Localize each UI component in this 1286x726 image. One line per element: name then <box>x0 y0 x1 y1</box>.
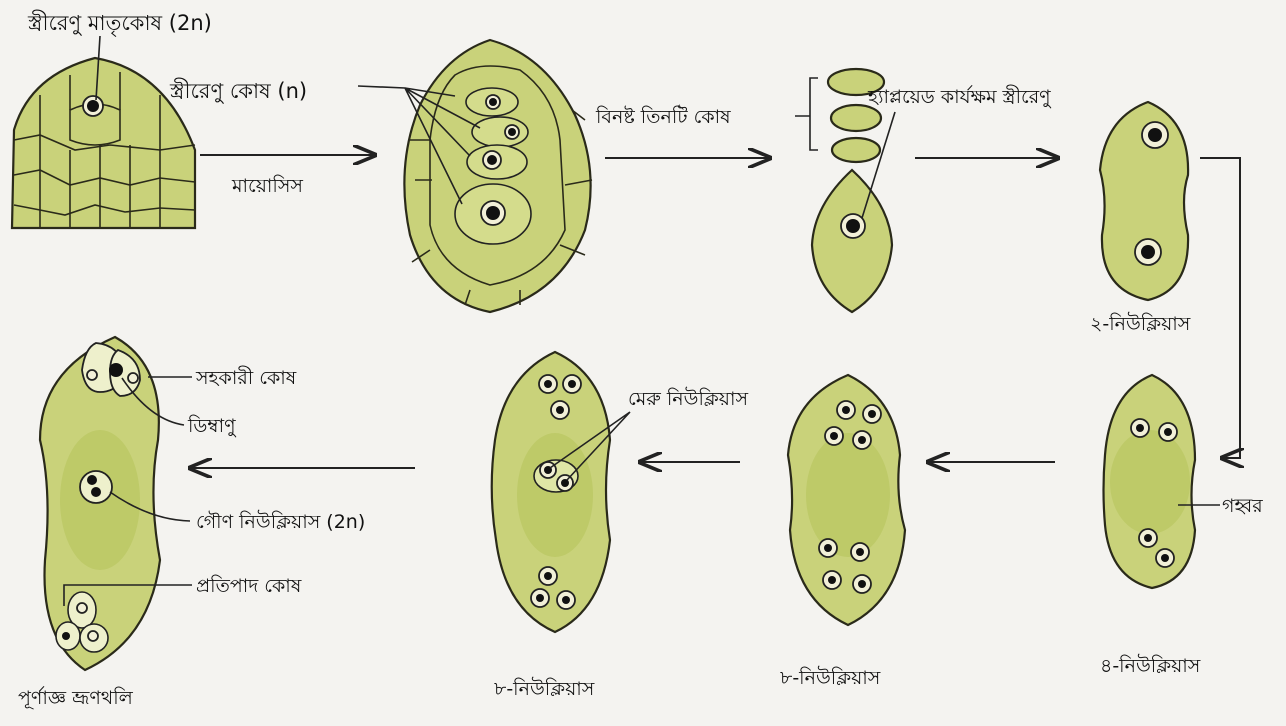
degenerated-cells <box>828 69 884 162</box>
label-two-nuclei: ২-নিউক্লিয়াস <box>1090 312 1191 335</box>
label-eight-nuclei-b: ৮-নিউক্লিয়াস <box>780 666 881 689</box>
arrow-4 <box>1200 158 1240 458</box>
label-degenerated-three-cells: বিনষ্ট তিনটি কোষ <box>595 105 731 128</box>
nucellus-with-mother-cell <box>12 58 195 228</box>
label-antipodal-cells: প্রতিপাদ কোষ <box>196 575 302 597</box>
label-egg-cell: ডিম্বাণু <box>187 415 237 437</box>
label-megaspore-mother-cell: স্ত্রীরেণু মাতৃকোষ (2n) <box>27 10 212 37</box>
label-secondary-nucleus: গৌণ নিউক্লিয়াস (2n) <box>196 510 365 533</box>
label-eight-nuclei-a: ৮-নিউক্লিয়াস <box>494 677 595 700</box>
eight-nucleate-sac-b <box>788 375 905 625</box>
label-four-nuclei: ৪-নিউক্লিয়াস <box>1100 654 1201 677</box>
functional-megaspore <box>812 170 892 312</box>
label-haploid-functional-megaspore: হ্যাপ্লয়েড কার্যক্ষম স্ত্রীরেণু <box>867 85 1052 108</box>
label-polar-nuclei: মেরু নিউক্লিয়াস <box>628 387 748 410</box>
tetrad-of-megaspores <box>404 40 592 312</box>
bracket-degenerated <box>795 78 818 150</box>
label-cavity: গহ্বর <box>1222 495 1263 517</box>
four-nucleate-sac <box>1104 375 1196 588</box>
two-nucleate-sac <box>1100 102 1188 300</box>
mature-embryo-sac <box>40 337 160 670</box>
label-megaspore-cells: স্ত্রীরেণু কোষ (n) <box>169 78 307 103</box>
eight-nucleate-sac-a <box>492 352 610 632</box>
label-mature-embryo-sac: পূর্ণাজ্ঞ ভ্রূণথলি <box>18 686 134 709</box>
label-meiosis: মায়োসিস <box>231 175 303 197</box>
label-synergid: সহকারী কোষ <box>195 366 297 389</box>
